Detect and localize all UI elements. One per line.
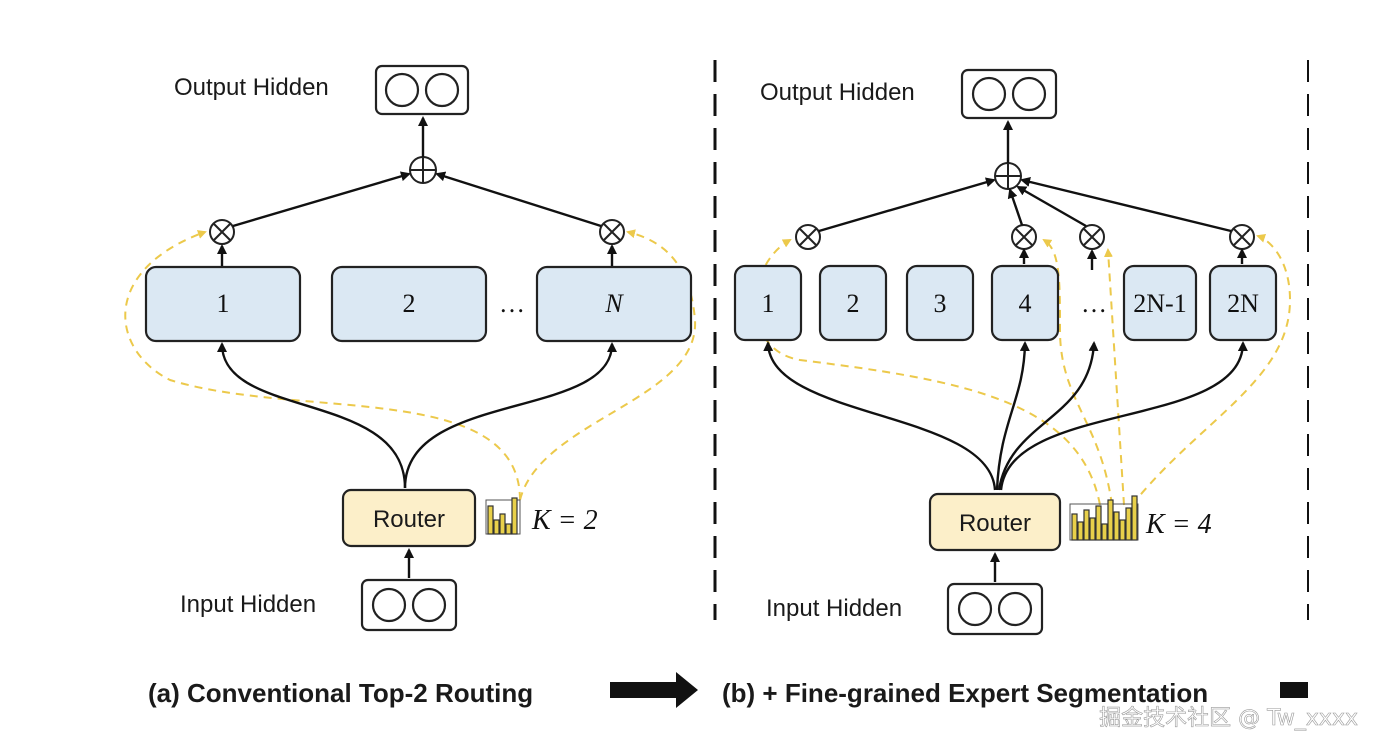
expert-b-2n: 2N [1208,264,1278,342]
output-hidden-vector-b [960,68,1058,120]
router-b: Router [928,492,1062,552]
svg-text:1: 1 [762,289,775,318]
dashed-route-a-left [124,230,521,501]
arrow-router-to-expert1 [217,342,407,489]
arrow-mulb1-to-sum [818,177,996,233]
arrow-routerb-to-hidden [997,341,1099,491]
multiply-operator-b-1 [795,224,821,250]
multiply-operator-1 [209,219,235,245]
caption-b: (b) + Fine-grained Expert Segmentation [722,678,1208,708]
dashed-route-a-right [519,229,697,501]
arrow-router-to-expertn [403,342,617,489]
dashed-route-b-4 [1131,233,1292,506]
panel-a: Output Hidden 1 [124,64,698,708]
svg-text:Router: Router [373,506,445,533]
arrow-routerb-to-expert2n [999,341,1248,491]
output-hidden-label-b: Output Hidden [760,79,915,106]
expert-a-1: 1 [144,265,302,343]
output-hidden-label: Output Hidden [174,74,329,101]
caption-a: (a) Conventional Top-2 Routing [148,678,533,708]
transition-arrow [610,672,698,708]
svg-text:4: 4 [1019,289,1032,318]
sum-operator [409,156,437,184]
input-hidden-label: Input Hidden [180,591,316,618]
sum-operator-b [994,162,1022,190]
input-hidden-vector [360,578,458,632]
arrow-mulbh-to-sum [1016,185,1087,228]
expert-b-1: 1 [733,264,803,342]
svg-text:1: 1 [217,289,230,318]
arrow-routerb-to-expert1 [763,341,997,491]
expert-a-n: N [535,265,693,343]
router-score-bars-b [1069,495,1139,541]
dashed-route-b-3 [1103,248,1125,506]
svg-text:2N: 2N [1227,289,1259,318]
svg-text:3: 3 [934,289,947,318]
multiply-operator-b-hidden [1079,224,1105,250]
transition-arrow-tail [1280,682,1308,698]
multiply-operator-b-2n [1229,224,1255,250]
multiply-operator-b-4 [1011,224,1037,250]
multiply-operator-n [599,219,625,245]
k-label-a: K = 2 [531,505,598,536]
dashed-route-b-2 [1042,238,1113,506]
expert-b-4: 4 [990,264,1060,342]
svg-text:Router: Router [959,510,1031,537]
arrow-mul1-to-sum [232,171,411,228]
expert-b-2: 2 [818,264,888,342]
expert-b-2n-1: 2N-1 [1122,264,1198,342]
panel-b: Output Hidden [722,68,1308,708]
expert-a-ellipsis: … [499,289,525,318]
svg-text:2N-1: 2N-1 [1133,289,1186,318]
arrow-routerb-to-expert4 [995,341,1030,491]
svg-text:N: N [604,289,624,318]
k-label-b: K = 4 [1145,509,1212,540]
svg-text:2: 2 [847,289,860,318]
router-a: Router [341,488,477,548]
output-hidden-vector [374,64,470,116]
svg-text:2: 2 [403,289,416,318]
arrow-mulb2n-to-sum [1020,177,1232,233]
expert-b-ellipsis: … [1081,289,1107,318]
watermark: 掘金技术社区 @ Tw_xxxx [1099,706,1358,731]
input-hidden-vector-b [946,582,1044,636]
arrow-mulb4-to-sum [1007,188,1024,226]
router-score-bars-a [485,497,521,535]
input-hidden-label-b: Input Hidden [766,595,902,622]
expert-b-3: 3 [905,264,975,342]
arrow-muln-to-sum [435,171,602,228]
expert-a-2: 2 [330,265,488,343]
